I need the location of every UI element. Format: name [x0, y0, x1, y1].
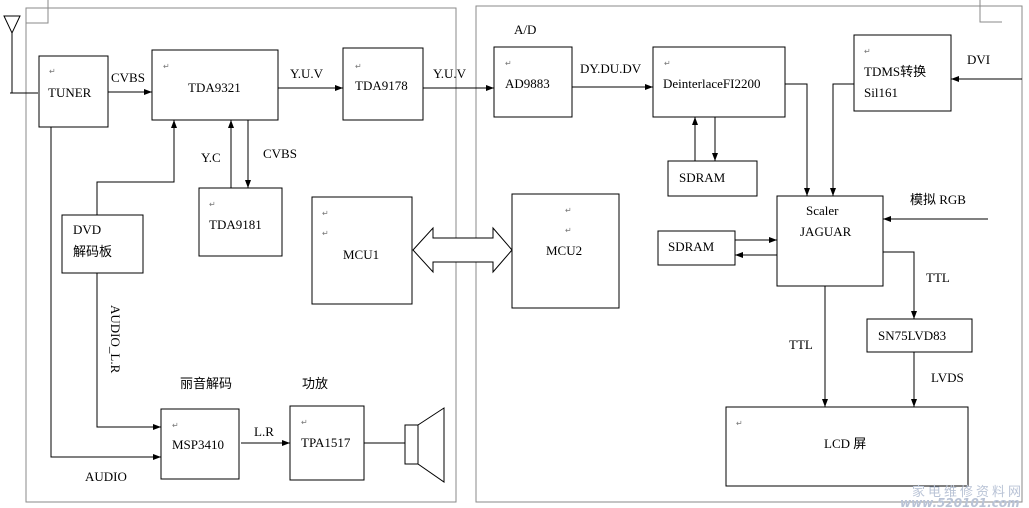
block-tuner-label: TUNER [48, 85, 92, 100]
block-sn75lvd83: SN75LVD83 [866, 318, 973, 353]
svg-text:↵: ↵ [322, 209, 329, 218]
block-dvd-decoder: DVD 解码板 [61, 214, 144, 274]
label-yuv-1: Y.U.V [290, 66, 324, 81]
block-tda9321: ↵ TDA9321 [151, 49, 279, 121]
connections [50, 76, 1022, 460]
svg-text:↵: ↵ [49, 67, 56, 76]
block-sdram-top-label: SDRAM [679, 170, 726, 185]
block-msp3410-label: MSP3410 [172, 437, 224, 452]
svg-text:↵: ↵ [565, 226, 572, 235]
block-tda9178: ↵ TDA9178 [342, 47, 424, 121]
block-tdms-label-2: Sil161 [864, 85, 898, 100]
block-lcd-screen: ↵ LCD 屏 [725, 406, 969, 487]
label-cvbs-tuner: CVBS [111, 70, 145, 85]
svg-text:↵: ↵ [355, 62, 362, 71]
svg-text:↵: ↵ [864, 47, 871, 56]
label-lishin-decode: 丽音解码 [180, 376, 232, 391]
block-deinterlace: ↵ DeinterlaceFI2200 [652, 46, 786, 118]
corner-mark-left [26, 0, 49, 24]
svg-text:↵: ↵ [322, 229, 329, 238]
block-tda9178-label: TDA9178 [355, 78, 408, 93]
block-deinterlace-label: DeinterlaceFI2200 [663, 76, 760, 91]
label-cvbs-9181: CVBS [263, 146, 297, 161]
antenna-icon [3, 15, 38, 94]
block-mcu2-label: MCU2 [546, 243, 582, 258]
svg-text:↵: ↵ [505, 59, 512, 68]
block-tda9181: ↵ TDA9181 [198, 187, 283, 257]
block-tda9181-label: TDA9181 [209, 217, 262, 232]
block-dvd-label-1: DVD [73, 222, 101, 237]
block-tda9321-label: TDA9321 [188, 80, 241, 95]
block-scaler-label-2: JAGUAR [800, 224, 852, 239]
svg-text:↵: ↵ [172, 421, 179, 430]
label-analog-rgb: 模拟 RGB [910, 192, 966, 207]
label-dvi: DVI [967, 52, 990, 67]
label-lvds: LVDS [931, 370, 964, 385]
block-ad9883-label: AD9883 [505, 76, 550, 91]
signal-labels: CVBS Y.U.V Y.U.V Y.C CVBS AUDIO_L.R AUDI… [85, 22, 990, 484]
watermark-line2: www.520101.com [900, 496, 1020, 508]
svg-text:↵: ↵ [301, 418, 308, 427]
block-tuner: ↵ TUNER [38, 55, 109, 128]
block-lcd-label: LCD 屏 [824, 436, 866, 451]
svg-text:↵: ↵ [209, 200, 216, 209]
label-yc: Y.C [201, 150, 221, 165]
svg-text:↵: ↵ [736, 419, 743, 428]
block-mcu1: ↵ ↵ MCU1 [311, 196, 413, 305]
block-sdram-left: SDRAM [657, 230, 736, 266]
block-mcu1-label: MCU1 [343, 247, 379, 262]
block-msp3410: ↵ MSP3410 [160, 408, 240, 480]
label-ad: A/D [514, 22, 536, 37]
mcu-link-arrow [412, 226, 513, 274]
watermark-line1: 家电维修资料网 [912, 484, 1024, 500]
svg-text:↵: ↵ [163, 62, 170, 71]
speaker-icon [404, 407, 445, 483]
corner-mark-right [979, 0, 1002, 23]
watermark: 家电维修资料网 www.520101.com [900, 484, 1024, 508]
block-mcu2: ↵ ↵ MCU2 [511, 193, 620, 309]
block-sdram-left-label: SDRAM [668, 239, 715, 254]
block-sdram-top: SDRAM [667, 160, 758, 197]
svg-text:↵: ↵ [565, 206, 572, 215]
svg-text:↵: ↵ [664, 59, 671, 68]
block-tpa1517: ↵ TPA1517 [289, 405, 365, 481]
block-dvd-label-2: 解码板 [73, 244, 112, 259]
label-audio: AUDIO [85, 469, 127, 484]
block-tdms-label-1: TDMS转换 [864, 64, 926, 79]
block-sn75-label: SN75LVD83 [878, 328, 946, 343]
label-ttl-right: TTL [926, 270, 950, 285]
block-tpa1517-label: TPA1517 [301, 435, 351, 450]
label-amp: 功放 [302, 376, 328, 391]
block-scaler-label-1: Scaler [806, 203, 839, 218]
block-scaler-jaguar: Scaler JAGUAR [776, 195, 884, 287]
label-lr: L.R [254, 424, 274, 439]
label-ttl-left: TTL [789, 337, 813, 352]
label-dy-du-dv: DY.DU.DV [580, 61, 642, 76]
block-tdms: ↵ TDMS转换 Sil161 [853, 34, 952, 112]
label-audio-lr: AUDIO_L.R [108, 305, 123, 374]
block-ad9883: ↵ AD9883 [493, 46, 573, 118]
label-yuv-2: Y.U.V [433, 66, 467, 81]
